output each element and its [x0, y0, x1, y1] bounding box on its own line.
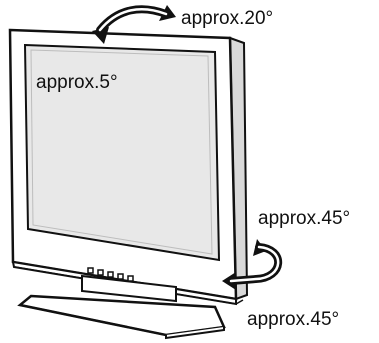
label-top-tilt: approx.20°: [181, 8, 273, 29]
label-swivel-upper: approx.45°: [258, 208, 350, 229]
monitor-base: [17, 294, 226, 340]
tilt-arrow-icon: [92, 5, 176, 44]
control-buttons: [87, 267, 134, 282]
control-button: [127, 275, 134, 282]
label-screen-tilt: approx.5°: [36, 72, 118, 93]
monitor-screen: [23, 43, 221, 262]
monitor-stand-neck: [81, 274, 177, 303]
control-button: [87, 267, 94, 274]
swivel-arrow-icon: [222, 239, 283, 290]
label-swivel-lower: approx.45°: [247, 309, 339, 330]
control-button: [117, 273, 124, 280]
control-button: [107, 271, 114, 278]
control-button: [97, 269, 104, 276]
